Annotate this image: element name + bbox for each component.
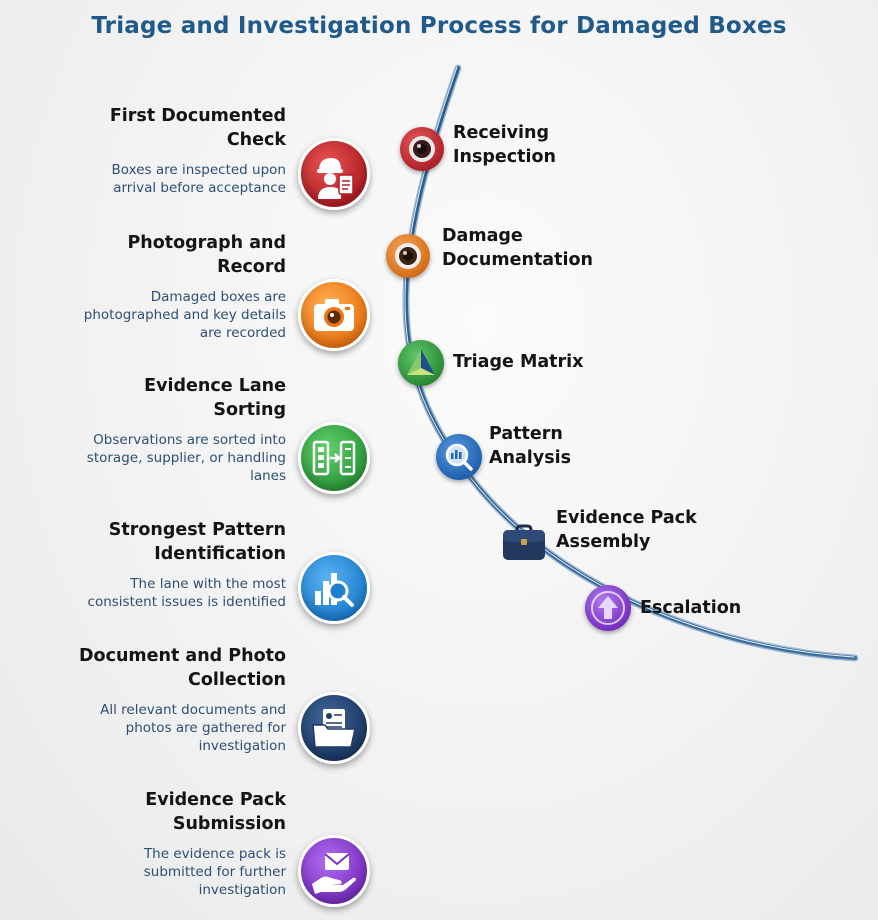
step-desc: investigation bbox=[198, 738, 286, 754]
step-desc: Boxes are inspected upon bbox=[111, 162, 286, 178]
step-desc: Damaged boxes are bbox=[150, 289, 286, 305]
step-desc: consistent issues is identified bbox=[87, 594, 286, 610]
step-desc: The evidence pack is bbox=[143, 846, 286, 862]
hand-envelope-icon bbox=[298, 835, 370, 907]
step-title: Record bbox=[217, 257, 286, 277]
sorting-icon bbox=[298, 422, 370, 494]
step-title: First Documented bbox=[109, 106, 286, 126]
magnifier-icon bbox=[436, 434, 482, 480]
step-desc: are recorded bbox=[199, 325, 286, 341]
triangle-icon bbox=[398, 340, 444, 386]
step-desc: arrival before acceptance bbox=[113, 180, 286, 196]
step-desc: lanes bbox=[250, 468, 286, 484]
lens-icon bbox=[400, 127, 444, 171]
step-title: Photograph and bbox=[127, 233, 286, 253]
step-title: Identification bbox=[154, 544, 286, 564]
step-desc: Observations are sorted into bbox=[93, 432, 286, 448]
step-desc: submitted for further bbox=[143, 864, 286, 880]
step-desc: photos are gathered for bbox=[125, 720, 286, 736]
step-title: Sorting bbox=[213, 400, 286, 420]
step-title: Document and Photo bbox=[79, 646, 286, 666]
step-title: Strongest Pattern bbox=[108, 520, 286, 540]
step-desc: investigation bbox=[198, 882, 286, 898]
step-desc: photographed and key details bbox=[83, 307, 286, 323]
step-desc: All relevant documents and bbox=[100, 702, 286, 718]
step-title: Submission bbox=[172, 814, 286, 834]
step-title: Evidence Lane bbox=[144, 376, 286, 396]
arrow-up-icon bbox=[585, 585, 631, 631]
step-title: Check bbox=[226, 130, 286, 150]
camera-icon bbox=[298, 279, 370, 351]
briefcase-icon bbox=[500, 520, 548, 566]
step-title: Evidence Pack bbox=[145, 790, 286, 810]
lens-icon bbox=[386, 234, 430, 278]
step-desc: The lane with the most bbox=[130, 576, 286, 592]
bar-chart-magnifier-icon bbox=[298, 552, 370, 624]
step-desc: storage, supplier, or handling bbox=[86, 450, 286, 466]
timeline-label-escalation: Escalation bbox=[640, 598, 742, 618]
worker-clipboard-icon bbox=[298, 138, 370, 210]
page-title: Triage and Investigation Process for Dam… bbox=[91, 13, 787, 39]
timeline-label-triage-matrix: Triage Matrix bbox=[453, 352, 584, 372]
step-title: Collection bbox=[188, 670, 286, 690]
folder-documents-icon bbox=[298, 692, 370, 764]
